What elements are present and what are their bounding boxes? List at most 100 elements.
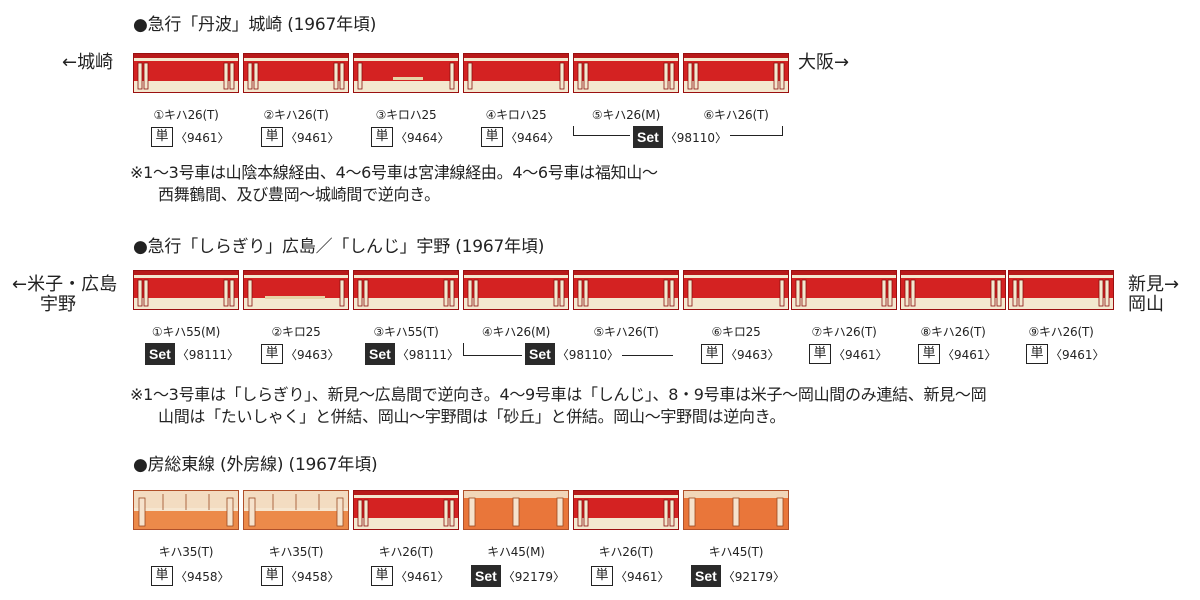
train-car-express-red — [243, 270, 349, 310]
car-name: ④キハ26(M) — [481, 325, 551, 339]
product-number: 〈9461〉 — [615, 569, 670, 584]
car-name: キハ35(T) — [268, 545, 324, 559]
single-car-badge: 単 — [261, 127, 283, 147]
car-name: ⑧キハ26(T) — [920, 325, 986, 339]
section2-right-end: 新見→岡山 — [1128, 275, 1179, 315]
train-car-commuter — [683, 490, 789, 530]
product-number: 〈9461〉 — [833, 347, 888, 362]
product-code: 単〈9461〉 — [1026, 343, 1105, 365]
left-end-line1: ←米子・広島 — [12, 274, 118, 295]
single-car-badge: 単 — [371, 566, 393, 586]
left-end-line2: 宇野 — [40, 294, 76, 315]
train-car-express-red — [353, 490, 459, 530]
note-line: 西舞鶴間、及び豊岡〜城崎間で逆向き。 — [158, 185, 440, 204]
car-name: キハ45(T) — [708, 545, 764, 559]
single-car-badge: 単 — [151, 566, 173, 586]
single-car-badge: 単 — [1026, 344, 1048, 364]
car-name: ⑦キハ26(T) — [811, 325, 877, 339]
train-car-express-red — [1008, 270, 1114, 310]
car-name: キハ45(M) — [487, 545, 545, 559]
train-car-express-red — [353, 270, 459, 310]
car-name: キハ26(T) — [378, 545, 434, 559]
product-number: 〈9458〉 — [285, 569, 340, 584]
set-badge: Set — [525, 343, 555, 365]
product-number: 〈9461〉 — [942, 347, 997, 362]
product-number: 〈98111〉 — [396, 347, 459, 362]
product-number: 〈92179〉 — [502, 569, 565, 584]
car-name: ④キロハ25 — [485, 108, 547, 122]
car-name: ①キハ26(T) — [153, 108, 219, 122]
product-number: 〈92179〉 — [722, 569, 785, 584]
product-code: 単〈9461〉 — [809, 343, 888, 365]
single-car-badge: 単 — [261, 344, 283, 364]
car-name: ①キハ55(M) — [151, 325, 221, 339]
section1-right-end: 大阪→ — [798, 52, 850, 73]
section1-heading: ●急行「丹波」城崎 (1967年頃) — [133, 15, 377, 35]
set-badge: Set — [471, 565, 501, 587]
product-code: 単〈9458〉 — [151, 565, 230, 587]
train-car-express-red — [791, 270, 897, 310]
car-name: キハ35(T) — [158, 545, 214, 559]
product-number: 〈98110〉 — [556, 347, 619, 362]
product-number: 〈9464〉 — [395, 130, 450, 145]
single-car-badge: 単 — [151, 127, 173, 147]
product-number: 〈9461〉 — [175, 130, 230, 145]
product-code: Set〈98111〉 — [365, 343, 459, 365]
train-car-commuter — [463, 490, 569, 530]
set-badge: Set — [691, 565, 721, 587]
single-car-badge: 単 — [481, 127, 503, 147]
set-product-code: Set〈98110〉 — [522, 343, 622, 365]
product-code: Set〈98111〉 — [145, 343, 239, 365]
car-name: ②キロ25 — [271, 325, 321, 339]
product-number: 〈98110〉 — [664, 130, 727, 145]
single-car-badge: 単 — [918, 344, 940, 364]
product-number: 〈98111〉 — [176, 347, 239, 362]
train-car-express-red — [573, 270, 679, 310]
product-number: 〈9464〉 — [505, 130, 560, 145]
product-code: Set〈92179〉 — [471, 565, 565, 587]
product-code: 単〈9464〉 — [481, 126, 560, 148]
product-number: 〈9461〉 — [395, 569, 450, 584]
train-car-express-red — [683, 53, 789, 93]
train-car-express-red — [243, 53, 349, 93]
section1-note: ※1〜3号車は山陰本線経由、4〜6号車は宮津線経由。4〜6号車は福知山〜 西舞鶴… — [130, 162, 658, 206]
right-end-line1: 新見→ — [1128, 274, 1180, 295]
set-badge: Set — [365, 343, 395, 365]
car-name: ③キロハ25 — [375, 108, 437, 122]
right-end-line2: 岡山 — [1128, 294, 1164, 315]
section1-left-end: ←城崎 — [62, 52, 114, 73]
car-name: ⑥キハ26(T) — [703, 108, 769, 122]
section2-left-end: ←米子・広島宇野 — [12, 275, 117, 315]
train-car-express-red — [133, 270, 239, 310]
train-car-express-red — [463, 270, 569, 310]
single-car-badge: 単 — [809, 344, 831, 364]
car-name: ③キハ55(T) — [373, 325, 439, 339]
section2-heading: ●急行「しらぎり」広島／「しんじ」宇野 (1967年頃) — [133, 237, 545, 257]
train-car-express-red — [573, 53, 679, 93]
product-code: 単〈9461〉 — [371, 565, 450, 587]
car-name: ⑨キハ26(T) — [1028, 325, 1094, 339]
train-car-express-red — [573, 490, 679, 530]
section2-note: ※1〜3号車は「しらぎり」、新見〜広島間で逆向き。4〜9号車は「しんじ」、8・9… — [130, 384, 987, 428]
car-name: ⑤キハ26(T) — [593, 325, 659, 339]
note-line: 山間は「たいしゃく」と併結、岡山〜宇野間は「砂丘」と併結。岡山〜宇野間は逆向き。 — [158, 407, 786, 426]
product-number: 〈9463〉 — [285, 347, 340, 362]
product-code: 単〈9461〉 — [591, 565, 670, 587]
single-car-badge: 単 — [371, 127, 393, 147]
single-car-badge: 単 — [701, 344, 723, 364]
product-code: 単〈9463〉 — [261, 343, 340, 365]
train-car-express-red — [463, 53, 569, 93]
single-car-badge: 単 — [591, 566, 613, 586]
train-car-express-red — [683, 270, 789, 310]
product-code: Set〈92179〉 — [691, 565, 785, 587]
car-name: ②キハ26(T) — [263, 108, 329, 122]
product-code: 単〈9461〉 — [151, 126, 230, 148]
product-number: 〈9461〉 — [285, 130, 340, 145]
train-car-express-red — [133, 53, 239, 93]
car-name: キハ26(T) — [598, 545, 654, 559]
set-product-code: Set〈98110〉 — [630, 126, 730, 148]
product-code: 単〈9461〉 — [261, 126, 340, 148]
product-code: 単〈9463〉 — [701, 343, 780, 365]
product-code: 単〈9461〉 — [918, 343, 997, 365]
single-car-badge: 単 — [261, 566, 283, 586]
